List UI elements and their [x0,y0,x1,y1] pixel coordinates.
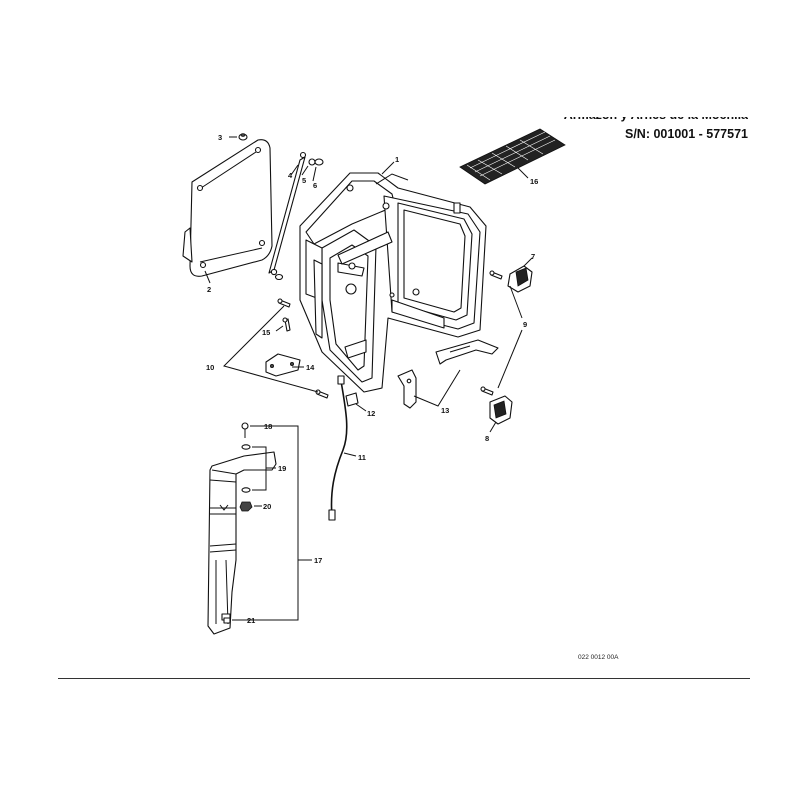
callout-2: 2 [207,285,211,294]
callout-6: 6 [313,181,317,190]
callout-7: 7 [531,252,535,261]
part-8-lower-bracket [489,395,513,425]
part-9-screw-lower [480,386,494,396]
callout-8: 8 [485,434,489,443]
leader-12 [355,403,367,412]
callout-15: 15 [262,328,270,337]
part-21-rivet [223,617,231,624]
callout-3: 3 [218,133,222,142]
leader-8 [489,421,497,433]
part-16-mesh-pad [459,128,566,185]
leader-16 [517,167,529,179]
callout-11: 11 [358,453,366,462]
callout-16: 16 [530,177,538,186]
part-5-grommet [270,158,316,276]
part-18-screw [241,422,249,438]
callout-5: 5 [302,176,306,185]
callout-10: 10 [206,363,214,372]
diagram-title: Armazón y Arnés de la Mochila [563,108,748,122]
part-17-shoulder-strap [207,451,277,635]
leader-5 [301,165,309,176]
part-7-upper-bracket [507,265,533,293]
leader-7 [523,257,533,267]
part-1-backpack-frame [299,172,487,393]
leader-9b [497,329,523,389]
part-6-washer [274,158,324,281]
leader-6 [312,166,317,182]
part-15-screw [282,317,291,332]
callout-18: 18 [264,422,272,431]
part-12-clip [345,392,359,407]
part-11-cable [328,375,348,521]
leader-17-bracket [250,425,299,621]
callout-14: 14 [306,363,315,372]
serial-number-range: S/N: 001001 - 577571 [624,127,748,141]
callout-13: 13 [441,406,449,415]
part-3-cap-nut [238,133,248,141]
part-10-screw-lower [315,389,329,399]
drawing-reference-code: 022 0012 00A [578,654,619,661]
leader-9a [509,285,523,319]
leader-1 [381,161,395,175]
part-9-screw-upper [489,270,503,280]
callout-20: 20 [263,502,271,511]
part-10-screw-upper [277,298,291,308]
part-2-back-plate [182,139,273,277]
part-19-washers [241,444,251,493]
leader-11 [343,452,357,457]
callout-4: 4 [288,171,293,180]
leader-2 [204,270,211,284]
callout-9: 9 [523,320,527,329]
callout-19: 19 [278,464,286,473]
callout-21: 21 [247,616,255,625]
bottom-divider [58,678,750,679]
leader-15 [275,325,284,332]
leader-10 [223,305,319,393]
part-20-nut [239,501,253,512]
leader-4 [290,164,299,176]
leader-13 [413,369,461,407]
callout-1: 1 [395,155,399,164]
callout-17: 17 [314,556,322,565]
part-13-hip-bracket [397,339,499,409]
part-14-plate [265,353,301,377]
callout-12: 12 [367,409,375,418]
